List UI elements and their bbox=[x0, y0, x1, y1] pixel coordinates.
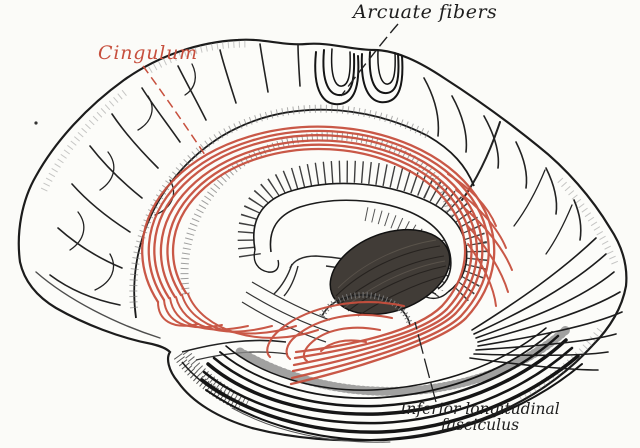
callosal-radiation bbox=[180, 132, 488, 306]
cingulum-tract bbox=[141, 125, 513, 386]
ink-speck bbox=[34, 121, 38, 125]
ilf-leader-line bbox=[414, 321, 437, 403]
inferior-longitudinal-fasciculus-label: Inferior longitudinal fasciculus bbox=[400, 401, 560, 434]
thalamus bbox=[329, 228, 451, 317]
arcuate-fibers-label: Arcuate fibers bbox=[353, 1, 498, 23]
uncus-outline bbox=[319, 292, 413, 327]
cingulum-label: Cingulum bbox=[98, 42, 198, 64]
corpus-callosum bbox=[253, 182, 468, 300]
brain-outline bbox=[17, 38, 628, 442]
occipital-fiber-fan bbox=[469, 237, 623, 371]
ilf-label-line1: Inferior longitudinal bbox=[400, 400, 560, 418]
cingulum-leader-line bbox=[142, 65, 208, 159]
ilf-label-line2: fasciculus bbox=[440, 416, 520, 435]
cingulum-splay-fibers bbox=[447, 173, 513, 307]
arcuate-leader-line bbox=[340, 23, 399, 97]
uncus-hook-fibers bbox=[266, 301, 406, 363]
